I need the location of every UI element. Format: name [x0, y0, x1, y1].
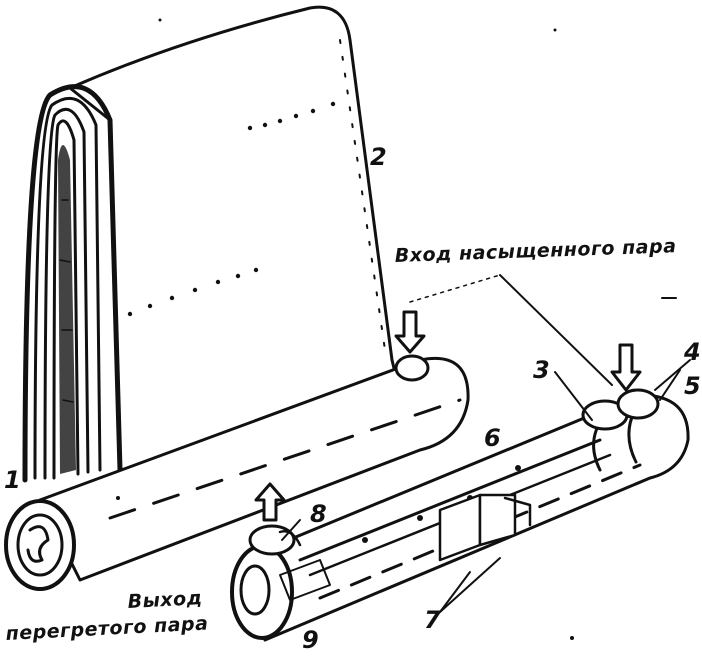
tube-panel — [68, 5, 400, 472]
panel-dot-row-lower — [127, 267, 259, 317]
callout-4: 4 — [683, 338, 701, 366]
steam-inlet-label: Вход насыщенного пара — [394, 235, 676, 267]
steam-outlet-label-line2: перегретого пара — [5, 612, 209, 645]
callout-8: 8 — [310, 500, 327, 528]
callout-9: 9 — [302, 626, 319, 654]
callout-3: 3 — [533, 356, 550, 384]
callout-2: 2 — [370, 143, 387, 171]
steam-outlet-label-line1: Выход — [127, 587, 203, 613]
coil-bends — [22, 84, 123, 483]
inlet-header — [230, 388, 690, 642]
callout-1: 1 — [4, 466, 21, 494]
print-specks — [116, 18, 677, 640]
callout-6: 6 — [484, 424, 501, 452]
leader-lines — [281, 274, 691, 613]
panel-dot-row-upper — [247, 101, 336, 131]
steam-inlet-arrow-right — [610, 343, 642, 392]
steam-outlet-arrow — [254, 482, 286, 522]
outlet-header — [4, 354, 470, 591]
callout-5: 5 — [684, 372, 701, 400]
steam-inlet-arrow-left — [394, 310, 426, 354]
callout-7: 7 — [424, 606, 441, 634]
